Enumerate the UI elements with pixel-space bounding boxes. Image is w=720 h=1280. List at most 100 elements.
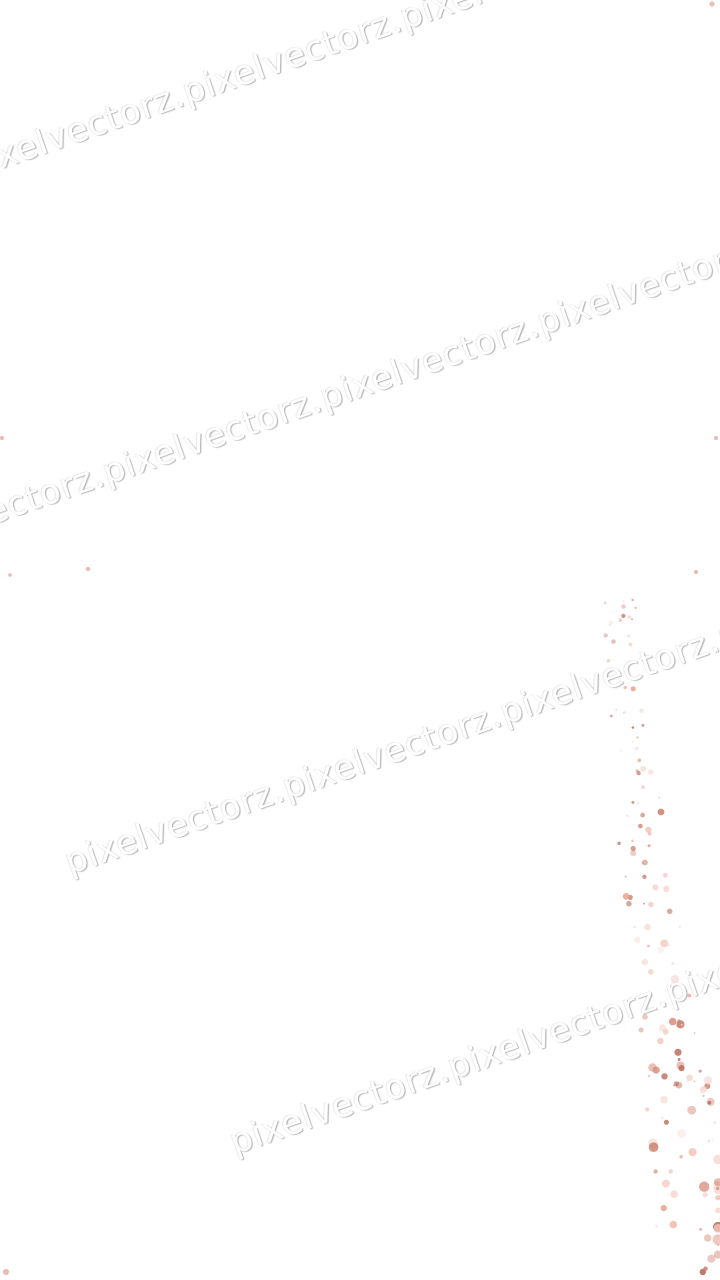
confetti-dot — [652, 884, 659, 891]
confetti-dot — [642, 1014, 648, 1020]
confetti-dot — [702, 1192, 708, 1198]
confetti-dot — [627, 660, 631, 664]
confetti-dot — [606, 659, 611, 663]
confetti-dot — [636, 771, 641, 776]
confetti-dot — [698, 1069, 702, 1073]
confetti-dot — [637, 758, 642, 763]
confetti-dot — [687, 1105, 697, 1115]
confetti-dot — [663, 1119, 669, 1125]
confetti-dot — [675, 1081, 683, 1089]
confetti-dot — [645, 1107, 650, 1112]
confetti-dot — [643, 902, 645, 905]
confetti-dot — [702, 1094, 705, 1097]
confetti-dot — [641, 785, 645, 789]
confetti-dot — [634, 746, 639, 751]
confetti-dot — [603, 601, 607, 605]
confetti-dot — [699, 1228, 702, 1231]
confetti-dot — [715, 1207, 720, 1214]
confetti-dot — [641, 958, 649, 966]
confetti-dot — [713, 1154, 720, 1165]
confetti-dot — [661, 1073, 668, 1080]
confetti-dot — [716, 1244, 720, 1247]
confetti-dot — [631, 800, 635, 804]
confetti-dot — [711, 1139, 714, 1142]
confetti-dot — [712, 1234, 720, 1246]
confetti-dot — [642, 874, 647, 879]
confetti-dot — [668, 1169, 673, 1174]
confetti-dot — [634, 936, 641, 943]
confetti-dot — [645, 826, 652, 833]
confetti-dot — [707, 1101, 712, 1105]
confetti-dot — [638, 1027, 644, 1033]
confetti-dot — [694, 570, 698, 574]
confetti-dot — [603, 633, 608, 638]
confetti-dot — [609, 714, 613, 718]
confetti-dot — [647, 1074, 651, 1078]
confetti-dot — [679, 1155, 683, 1159]
confetti-dot — [623, 685, 627, 690]
confetti-dot — [677, 1129, 687, 1139]
confetti-dot — [639, 708, 644, 713]
confetti-dot — [686, 1080, 689, 1083]
confetti-dot — [612, 684, 614, 687]
confetti-dot — [703, 1076, 713, 1085]
confetti-dot — [708, 1140, 711, 1143]
confetti-dot — [636, 736, 639, 739]
confetti-dot — [618, 618, 622, 622]
confetti-dot — [620, 749, 623, 752]
confetti-dot — [658, 796, 661, 799]
confetti-dot — [713, 1224, 720, 1233]
confetti-dot — [669, 1220, 678, 1229]
confetti-dot — [621, 613, 626, 619]
confetti-dot — [680, 1023, 683, 1026]
confetti-dot — [713, 1178, 720, 1187]
confetti-dot — [666, 942, 671, 947]
confetti-dot — [630, 850, 637, 857]
confetti-dot — [631, 598, 634, 602]
confetti-dot — [617, 841, 621, 845]
confetti-dot — [626, 900, 632, 907]
confetti-dot — [713, 1121, 716, 1124]
confetti-dot — [628, 642, 633, 647]
confetti-dot — [615, 708, 618, 711]
confetti-dot — [634, 606, 637, 610]
confetti-dot — [621, 604, 626, 609]
confetti-dot — [624, 875, 627, 878]
confetti-dot — [703, 1234, 712, 1242]
confetti-dot — [627, 634, 631, 638]
confetti-dot — [687, 993, 692, 998]
confetti-dot — [709, 1, 715, 7]
confetti-dot — [660, 1095, 668, 1104]
confetti-dot — [626, 814, 629, 817]
confetti-dot — [653, 1169, 658, 1174]
confetti-dot — [648, 969, 654, 975]
confetti-dot — [671, 962, 675, 965]
confetti-dot — [670, 974, 680, 984]
confetti-dot — [657, 1037, 664, 1045]
confetti-dot — [611, 639, 616, 644]
confetti-dot — [647, 769, 654, 776]
confetti-dot — [714, 1250, 720, 1258]
confetti-dot — [622, 600, 625, 603]
confetti-dot — [715, 1195, 720, 1201]
confetti-dot — [676, 1020, 685, 1029]
confetti-dot — [3, 1269, 9, 1275]
confetti-dot — [673, 1081, 680, 1087]
confetti-dot — [637, 801, 640, 805]
confetti-dot — [631, 839, 634, 843]
confetti-dot — [647, 844, 651, 848]
confetti-dot — [663, 885, 670, 893]
confetti-dot — [666, 908, 673, 915]
confetti-dot — [660, 939, 669, 948]
confetti-dot — [0, 436, 4, 440]
confetti-dot — [693, 1032, 696, 1034]
confetti-dot — [8, 573, 12, 577]
confetti-dot — [633, 926, 636, 928]
confetti-dot — [630, 686, 636, 692]
confetti-dot — [661, 1179, 670, 1188]
confetti-dot — [648, 1142, 659, 1152]
confetti-dot — [652, 1066, 660, 1074]
confetti-dot — [608, 620, 613, 625]
